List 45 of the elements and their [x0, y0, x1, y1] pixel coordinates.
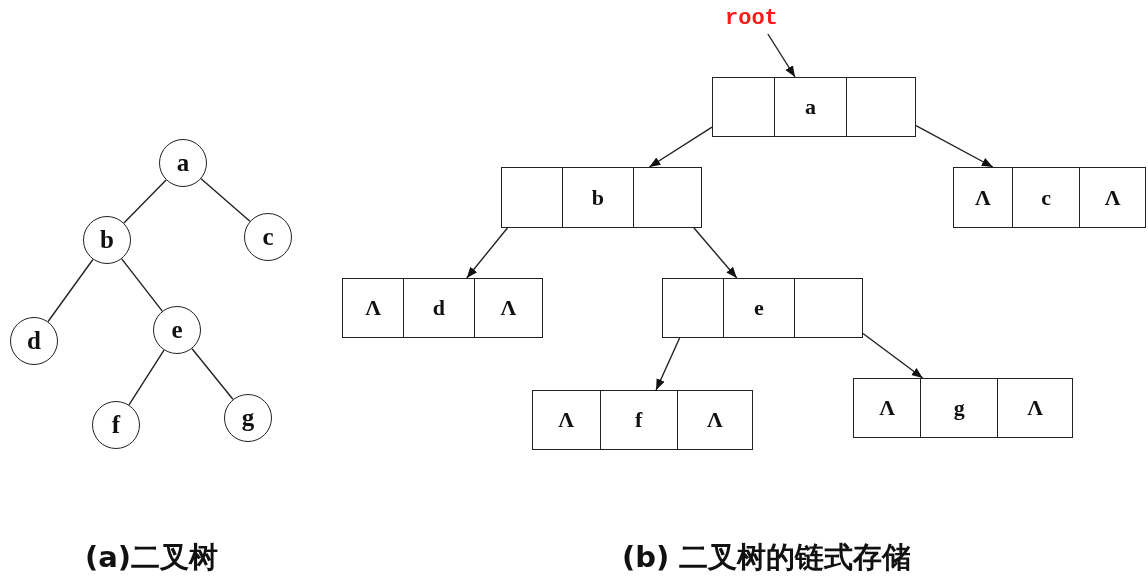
- pointer-cell: Λ: [342, 278, 405, 338]
- linked-list-record: [501, 167, 702, 228]
- tree-edge: [128, 349, 165, 406]
- pointer-cell: Λ: [532, 390, 601, 450]
- tree-node-circle: e: [153, 306, 201, 354]
- arrow: [767, 33, 796, 78]
- linked-list-record: [712, 77, 916, 137]
- tree-edge: [200, 178, 251, 222]
- arrow: [915, 125, 994, 168]
- arrow: [466, 227, 509, 279]
- caption: (a)二叉树: [85, 539, 219, 576]
- data-cell: e: [724, 278, 795, 338]
- arrow: [862, 332, 924, 379]
- arrow: [693, 227, 738, 279]
- pointer-cell: Λ: [998, 378, 1073, 438]
- pointer-label: root: [725, 6, 778, 31]
- tree-node-circle: d: [10, 317, 58, 365]
- pointer-cell: Λ: [853, 378, 922, 438]
- linked-list-record: [953, 167, 1146, 228]
- pointer-cell: Λ: [677, 390, 753, 450]
- tree-node-circle: a: [159, 139, 207, 187]
- tree-node-circle: g: [224, 394, 272, 442]
- linked-list-record: [342, 278, 543, 338]
- data-cell: d: [404, 278, 475, 338]
- data-cell: a: [775, 77, 847, 137]
- data-cell: g: [921, 378, 999, 438]
- pointer-cell: Λ: [1080, 167, 1146, 228]
- data-cell: f: [600, 390, 678, 450]
- tree-edge: [121, 258, 163, 312]
- pointer-cell: Λ: [953, 167, 1013, 228]
- linked-list-record: [532, 390, 753, 450]
- data-cell: b: [563, 167, 634, 228]
- tree-node-circle: c: [244, 213, 292, 261]
- tree-edge: [191, 348, 234, 400]
- linked-list-record: [662, 278, 863, 338]
- pointer-cell: Λ: [474, 278, 543, 338]
- data-cell: c: [1012, 167, 1081, 228]
- tree-edge: [123, 179, 167, 224]
- tree-node-circle: f: [92, 401, 140, 449]
- caption: (b) 二叉树的链式存储: [622, 539, 912, 576]
- tree-edge: [47, 258, 94, 323]
- arrow: [648, 126, 713, 168]
- linked-list-record: [853, 378, 1073, 438]
- tree-node-circle: b: [83, 216, 131, 264]
- arrow: [655, 337, 681, 391]
